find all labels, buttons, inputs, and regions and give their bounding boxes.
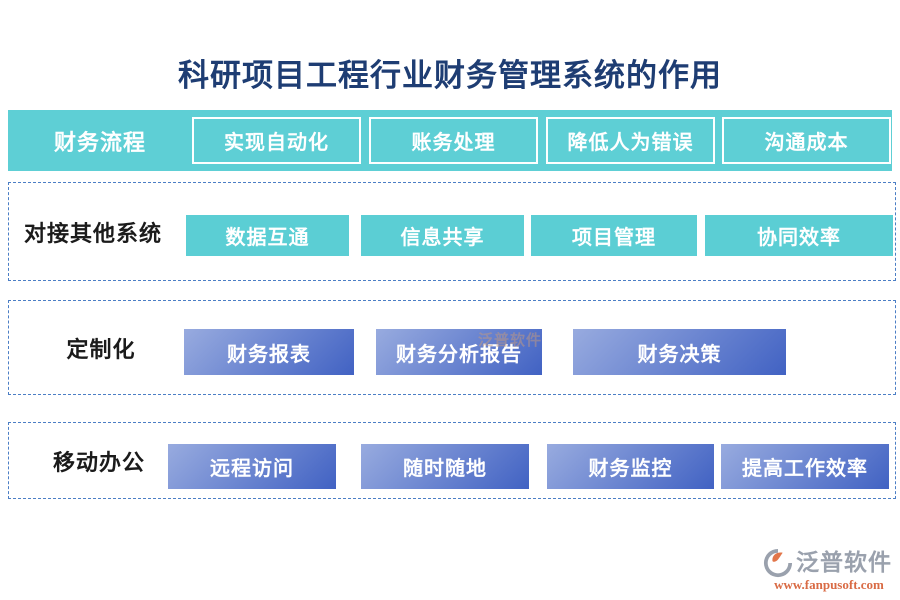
fanpu-logo-icon (763, 548, 793, 578)
chip-collaboration-efficiency[interactable]: 协同效率 (705, 215, 893, 256)
chip-accounting[interactable]: 账务处理 (369, 117, 538, 164)
row-label-customization: 定制化 (66, 336, 136, 362)
chip-remote-access[interactable]: 远程访问 (168, 444, 336, 489)
chip-financial-decision[interactable]: 财务决策 (573, 329, 786, 375)
chip-data-exchange[interactable]: 数据互通 (186, 215, 349, 256)
chip-reduce-errors[interactable]: 降低人为错误 (546, 117, 715, 164)
chip-info-sharing[interactable]: 信息共享 (361, 215, 524, 256)
row-system-integration: 对接其他系统 数据互通 信息共享 项目管理 协同效率 (8, 182, 896, 281)
chip-financial-monitoring[interactable]: 财务监控 (547, 444, 714, 489)
brand-name: 泛普软件 (796, 550, 892, 575)
chip-anytime-anywhere[interactable]: 随时随地 (361, 444, 529, 489)
page-title: 科研项目工程行业财务管理系统的作用 (178, 58, 722, 93)
chip-financial-analysis-report[interactable]: 财务分析报告 (376, 329, 542, 375)
chip-financial-reports[interactable]: 财务报表 (184, 329, 354, 375)
row-customization: 定制化 财务报表 财务分析报告 财务决策 (8, 300, 896, 395)
chip-work-efficiency[interactable]: 提高工作效率 (721, 444, 889, 489)
brand-logo: 泛普软件 www.fanpusoft.com (763, 548, 895, 593)
row-label-mobile-office: 移动办公 (52, 449, 145, 475)
brand-website-link[interactable]: www.fanpusoft.com (774, 577, 884, 592)
row-label-system-integration: 对接其他系统 (23, 220, 162, 246)
row-finance-process: 财务流程 实现自动化 账务处理 降低人为错误 沟通成本 (8, 110, 892, 171)
chip-communication-cost[interactable]: 沟通成本 (722, 117, 891, 164)
row-mobile-office: 移动办公 远程访问 随时随地 财务监控 提高工作效率 (8, 422, 896, 499)
chip-automation[interactable]: 实现自动化 (192, 117, 361, 164)
chip-project-management[interactable]: 项目管理 (531, 215, 697, 256)
row-label-finance-process: 财务流程 (53, 129, 146, 155)
